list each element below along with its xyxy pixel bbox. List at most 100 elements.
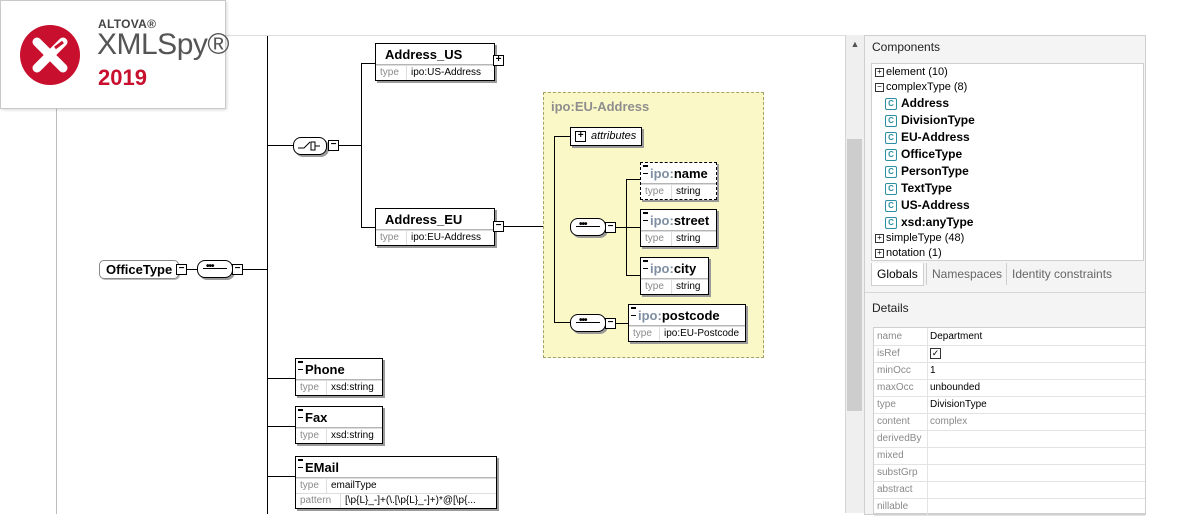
collapse-icon[interactable]: − bbox=[328, 140, 339, 151]
collapse-icon[interactable]: − bbox=[605, 318, 616, 329]
tab-globals[interactable]: Globals bbox=[871, 263, 924, 286]
scrollbar-thumb[interactable] bbox=[847, 139, 862, 411]
detail-row-abstract[interactable]: abstract bbox=[874, 481, 1145, 499]
collapse-icon[interactable]: − bbox=[176, 264, 187, 275]
diagram-scrollbar[interactable]: ▲ bbox=[845, 35, 864, 513]
tree-item-label: US-Address bbox=[901, 198, 970, 212]
root-type-officetype[interactable]: OfficeType bbox=[99, 260, 180, 279]
element-name: city bbox=[673, 261, 697, 276]
detail-key: mixed bbox=[874, 447, 928, 464]
sequence-compositor[interactable] bbox=[570, 218, 606, 236]
expand-icon[interactable]: + bbox=[493, 55, 504, 66]
element-name: Address_EU bbox=[376, 209, 494, 230]
tree-node-notation[interactable]: +notation (1) bbox=[875, 246, 942, 261]
type-label: type bbox=[296, 429, 327, 443]
collapse-icon[interactable]: − bbox=[493, 221, 504, 232]
scroll-up-arrow-icon[interactable]: ▲ bbox=[850, 39, 860, 49]
connector-line bbox=[267, 426, 295, 427]
expand-icon[interactable]: + bbox=[575, 131, 586, 142]
connector-line bbox=[361, 63, 362, 228]
tab-identity-constraints[interactable]: Identity constraints bbox=[1006, 263, 1117, 285]
product-name: XMLSpy® bbox=[97, 28, 229, 61]
complextype-icon: C bbox=[885, 131, 897, 144]
element-glyph-icon bbox=[643, 260, 648, 269]
detail-row-isref[interactable]: isRef✓ bbox=[874, 345, 1145, 363]
sequence-compositor[interactable] bbox=[197, 260, 233, 278]
type-value: ipo:US-Address bbox=[411, 67, 482, 78]
expand-icon[interactable]: + bbox=[875, 67, 884, 77]
attributes-node[interactable]: + attributes bbox=[570, 127, 643, 146]
components-title: Components bbox=[872, 40, 941, 54]
connector-line bbox=[554, 136, 570, 137]
type-value: xsd:string bbox=[331, 382, 374, 393]
connector-line bbox=[243, 269, 267, 270]
element-address-eu[interactable]: Address_EU type ipo:EU-Address bbox=[375, 208, 495, 246]
brand-name: ALTOVA® bbox=[98, 17, 157, 31]
tree-item-label: xsd:anyType bbox=[901, 215, 974, 229]
expand-icon[interactable]: + bbox=[875, 233, 884, 243]
type-value: string bbox=[676, 233, 701, 244]
collapse-icon[interactable]: − bbox=[232, 264, 243, 275]
tree-node-label: complexType (8) bbox=[886, 81, 968, 93]
tree-node-element[interactable]: +element (10) bbox=[875, 65, 948, 80]
expand-icon[interactable]: + bbox=[875, 248, 884, 258]
connector-line bbox=[554, 322, 570, 323]
altova-logo-card: ALTOVA® XMLSpy® 2019 bbox=[0, 0, 229, 109]
detail-row-nillable[interactable]: nillable bbox=[874, 498, 1145, 516]
checkbox-checked-icon[interactable]: ✓ bbox=[930, 347, 941, 359]
pattern-label: pattern bbox=[296, 494, 341, 508]
detail-row-substgrp[interactable]: substGrp bbox=[874, 464, 1145, 482]
detail-row-mixed[interactable]: mixed bbox=[874, 447, 1145, 465]
detail-row-derivedby[interactable]: derivedBy bbox=[874, 430, 1145, 448]
schema-diagram-canvas[interactable]: OfficeType − − − Address_US typeipo:US-A… bbox=[56, 35, 846, 514]
element-name: Phone bbox=[296, 359, 382, 380]
collapse-icon[interactable]: − bbox=[605, 222, 616, 233]
connector-line bbox=[626, 275, 640, 276]
tab-namespaces[interactable]: Namespaces bbox=[926, 263, 1007, 285]
details-title: Details bbox=[872, 301, 909, 315]
element-name: street bbox=[673, 213, 710, 228]
detail-value: Department bbox=[930, 331, 983, 342]
collapse-icon[interactable]: − bbox=[875, 82, 884, 92]
element-glyph-icon bbox=[298, 459, 303, 468]
side-panel: Components +element (10) −complexType (8… bbox=[864, 35, 1146, 516]
tree-item-label: Address bbox=[901, 96, 950, 110]
tree-node-simpletype[interactable]: +simpleType (48) bbox=[875, 231, 964, 246]
type-label: type bbox=[376, 231, 407, 245]
type-value: ipo:EU-Postcode bbox=[664, 328, 740, 339]
tree-node-complextype[interactable]: −complexType (8) bbox=[875, 80, 967, 95]
sequence-compositor[interactable] bbox=[570, 314, 606, 332]
type-value: xsd:string bbox=[331, 430, 374, 441]
type-label: type bbox=[296, 479, 327, 493]
choice-compositor[interactable] bbox=[293, 137, 327, 155]
connector-line bbox=[361, 63, 375, 64]
attributes-label: attributes bbox=[591, 130, 637, 142]
connector-line bbox=[361, 227, 375, 228]
detail-key: substGrp bbox=[874, 464, 928, 481]
element-glyph-icon bbox=[631, 307, 636, 316]
type-value: ipo:EU-Address bbox=[411, 232, 482, 243]
